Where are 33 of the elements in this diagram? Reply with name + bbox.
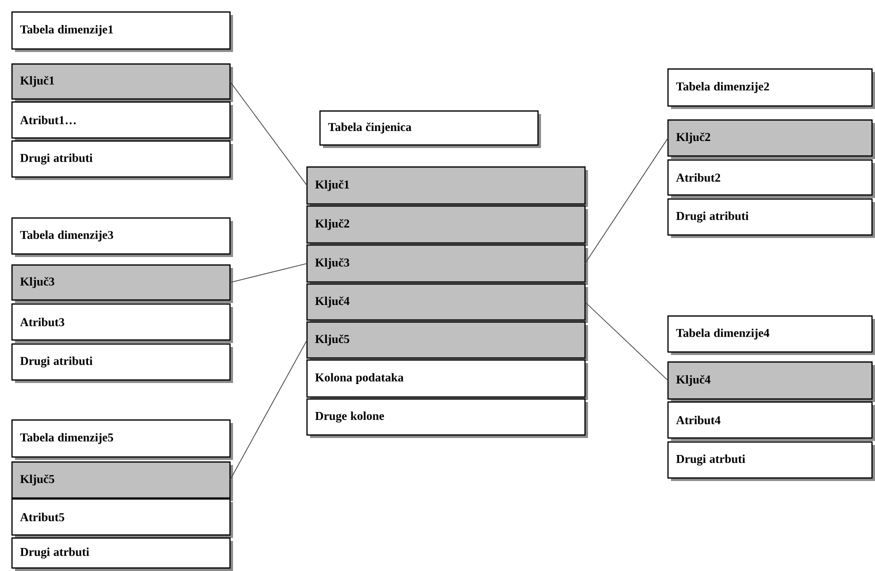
attribute-row: Kolona podataka: [306, 359, 588, 400]
attribute-row: Drugi atributi: [667, 198, 875, 238]
table-title-box: Tabela dimenzije2: [667, 68, 875, 109]
table-title-box: Tabela dimenzije5: [11, 419, 233, 460]
connector-line: [584, 302, 668, 381]
connector-line: [230, 263, 308, 283]
table-title-box: Tabela dimenzije4: [667, 315, 875, 355]
key-row: Ključ2: [667, 119, 875, 159]
key-row: Ključ5: [11, 461, 233, 501]
key-row: Ključ4: [306, 283, 588, 323]
connector-line: [230, 340, 308, 480]
table-title-box: Tabela dimenzije1: [11, 11, 233, 52]
connector-line: [230, 81, 308, 186]
attribute-row: Drugi atributi: [11, 140, 233, 180]
attribute-row: Drugi atributi: [11, 343, 233, 383]
key-row: Ključ1: [306, 166, 588, 207]
key-row: Ključ1: [11, 63, 233, 102]
attribute-row: Atribut4: [667, 401, 875, 441]
key-row: Ključ3: [11, 264, 233, 303]
connector-line: [584, 138, 668, 264]
key-row: Ključ2: [306, 205, 588, 246]
attribute-row: Atribut1…: [11, 101, 233, 141]
attribute-row: Atribut3: [11, 303, 233, 343]
key-row: Ključ4: [667, 361, 875, 402]
attribute-row: Atribut2: [667, 159, 875, 198]
table-title-box: Tabela činjenica: [319, 110, 541, 148]
attribute-row: Druge kolone: [306, 398, 588, 438]
key-row: Ključ5: [306, 321, 588, 361]
table-title-box: Tabela dimenzije3: [11, 217, 233, 257]
attribute-row: Drugi atrbuti: [667, 441, 875, 481]
attribute-row: Drugi atrbuti: [11, 537, 233, 571]
attribute-row: Atribut5: [11, 498, 233, 538]
key-row: Ključ3: [306, 244, 588, 285]
